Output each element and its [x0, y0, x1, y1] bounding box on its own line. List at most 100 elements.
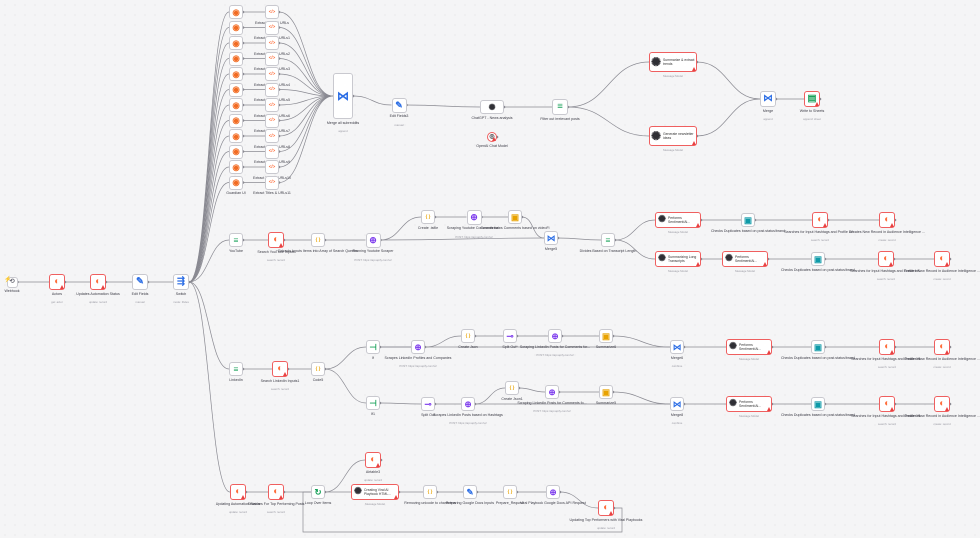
- connection-yt_divide-yt_summ[interactable]: [614, 239, 656, 260]
- node-li-merge2[interactable]: ⋈: [670, 397, 684, 411]
- connection-yt_scraper-yt_create[interactable]: [380, 216, 422, 241]
- node-ex9[interactable]: </>: [265, 129, 279, 143]
- node-li-if2[interactable]: ⊣: [366, 396, 380, 410]
- connection-switch1-rss7[interactable]: [188, 104, 230, 283]
- connection-ex6-merge_all[interactable]: [278, 89, 334, 97]
- connection-li_scrape_hash-li_create_json2[interactable]: [474, 387, 506, 405]
- node-merge-top[interactable]: ⋈: [760, 91, 776, 107]
- node-yt-scrape-comments[interactable]: ⊕: [466, 209, 482, 225]
- connection-loop-back[interactable]: [302, 491, 623, 533]
- node-li-split-out[interactable]: ⊸: [503, 329, 517, 343]
- node-li-summ1[interactable]: ▣: [599, 329, 613, 343]
- node-yt-extract[interactable]: { }: [311, 233, 325, 247]
- node-rss1[interactable]: ◉: [229, 5, 243, 19]
- node-rss5[interactable]: ◉: [229, 67, 243, 81]
- connection-ex5-merge_all[interactable]: [278, 73, 334, 97]
- node-rss9[interactable]: ◉: [229, 129, 243, 143]
- node-ex10[interactable]: </>: [265, 144, 279, 159]
- connection-switch1-rss5[interactable]: [188, 73, 230, 283]
- node-yt[interactable]: ≡: [229, 233, 243, 247]
- node-yt-divide[interactable]: ≡: [601, 233, 615, 247]
- node-webhook[interactable]: ⟲: [6, 276, 18, 288]
- node-ex11[interactable]: </>: [265, 160, 279, 174]
- node-ex3[interactable]: </>: [265, 36, 279, 50]
- node-rss12[interactable]: ◉: [229, 175, 243, 190]
- node-rss3[interactable]: ◉: [229, 36, 243, 50]
- connection-li_scrape_prof-li_create_json[interactable]: [424, 335, 462, 348]
- node-chatgpt[interactable]: ✺: [480, 100, 504, 114]
- node-rss6[interactable]: ◉: [229, 82, 243, 97]
- connection-li_code-li_if1[interactable]: [324, 346, 367, 370]
- node-ex2[interactable]: </>: [265, 20, 279, 35]
- connection-switch1-rss12[interactable]: [188, 182, 230, 283]
- connection-switch1-yt[interactable]: [188, 239, 230, 283]
- node-li-merge1[interactable]: ⋈: [670, 340, 684, 354]
- node-yt-concat[interactable]: ▣: [508, 210, 522, 224]
- node-remove-unicode[interactable]: { }: [423, 485, 437, 499]
- node-prep-docs[interactable]: ✎: [463, 485, 477, 499]
- connection-merge_all-edit_fields2[interactable]: [352, 95, 392, 106]
- node-li-summ2[interactable]: ▣: [599, 385, 613, 399]
- connection-ex2-merge_all[interactable]: [278, 27, 334, 97]
- node-filter-rel[interactable]: ≡: [552, 99, 568, 115]
- connection-switch1-rss4[interactable]: [188, 58, 230, 283]
- node-li-perf1[interactable]: ✺Performs Sentiment/Ai...: [726, 339, 772, 355]
- node-li-scrape-prof[interactable]: ⊕: [411, 340, 425, 354]
- node-rss2[interactable]: ◉: [229, 20, 243, 35]
- node-li-scrape-posts[interactable]: ⊕: [548, 329, 562, 343]
- node-li-split2[interactable]: ⊸: [421, 397, 435, 411]
- connection-li_code-li_if2[interactable]: [324, 368, 367, 404]
- node-ex12[interactable]: </>: [265, 175, 279, 190]
- node-edit-fields[interactable]: ✎: [132, 274, 148, 290]
- connection-yt_concat-yt_merge[interactable]: [521, 216, 545, 239]
- node-viral-docs[interactable]: ⊕: [546, 485, 560, 499]
- node-ex1[interactable]: </>: [265, 5, 279, 19]
- connection-switch1-rss9[interactable]: [188, 135, 230, 283]
- node-yt-summ[interactable]: ✺Summarizing Long Transcripts: [655, 251, 701, 267]
- node-rss11[interactable]: ◉: [229, 160, 243, 174]
- connection-filter_rel-gen_ideas[interactable]: [567, 106, 650, 137]
- connection-ex4-merge_all[interactable]: [278, 58, 334, 97]
- node-summarize[interactable]: ✺Summarize & extract trends: [649, 52, 697, 72]
- connection-loop-airtable[interactable]: [324, 459, 366, 493]
- node-ex5[interactable]: </>: [265, 67, 279, 81]
- node-yt-scraper[interactable]: ⊕: [365, 232, 381, 248]
- node-yt-perf2[interactable]: ✺Performs Sentiment/Ai...: [722, 251, 768, 267]
- node-li-if1[interactable]: ⊣: [366, 340, 380, 354]
- node-li-create-json[interactable]: { }: [461, 329, 475, 343]
- connection-switch1-rss3[interactable]: [188, 42, 230, 283]
- connection-summarize-merge_top[interactable]: [696, 61, 761, 100]
- connection-li_if2-li_split2[interactable]: [379, 402, 422, 405]
- node-li-scrape-posts2[interactable]: ⊕: [545, 385, 559, 399]
- node-yt-create[interactable]: { }: [421, 210, 435, 224]
- node-li[interactable]: ≡: [229, 362, 243, 376]
- connection-switch1-up_status[interactable]: [188, 281, 231, 493]
- node-switch1[interactable]: ⇶: [173, 274, 189, 290]
- connection-viral_docs-upd_top[interactable]: [559, 491, 599, 509]
- node-li-code[interactable]: { }: [311, 362, 325, 376]
- node-prep-req[interactable]: { }: [503, 485, 517, 499]
- node-rss7[interactable]: ◉: [229, 98, 243, 112]
- connection-ex12-merge_all[interactable]: [278, 95, 334, 183]
- node-create-viral[interactable]: ✺Creating Viral AI Playbook HTML...: [351, 484, 399, 500]
- connection-li_create_json2-li_scrape_posts2[interactable]: [518, 387, 546, 393]
- connection-yt_scraper-yt_merge[interactable]: [380, 237, 545, 241]
- node-yt-perf1[interactable]: ✺Performs Sentiment/Ai...: [655, 212, 701, 228]
- node-ex6[interactable]: </>: [265, 82, 279, 97]
- connection-yt_merge-yt_divide[interactable]: [557, 237, 602, 241]
- node-li-perf2[interactable]: ✺Performs Sentiment/Ai...: [726, 396, 772, 412]
- connection-li_summ1-li_merge1[interactable]: [612, 335, 671, 348]
- connection-li_summ2-li_merge2[interactable]: [612, 391, 671, 405]
- connection-switch1-rss8[interactable]: [188, 120, 230, 283]
- connection-switch1-li[interactable]: [188, 281, 230, 370]
- node-ex7[interactable]: </>: [265, 98, 279, 112]
- connection-edit_fields2-chatgpt[interactable]: [406, 104, 481, 108]
- node-loop[interactable]: ↻: [311, 485, 325, 499]
- node-gen-ideas[interactable]: ✺Generate newsletter ideas: [649, 126, 697, 146]
- node-yt-merge[interactable]: ⋈: [544, 231, 558, 245]
- node-rss10[interactable]: ◉: [229, 144, 243, 159]
- connection-ex3-merge_all[interactable]: [278, 42, 334, 97]
- connection-yt_divide-yt_perf1[interactable]: [614, 219, 656, 241]
- node-merge-all[interactable]: ⋈: [333, 73, 353, 119]
- node-li-dup2[interactable]: ▣: [811, 397, 825, 411]
